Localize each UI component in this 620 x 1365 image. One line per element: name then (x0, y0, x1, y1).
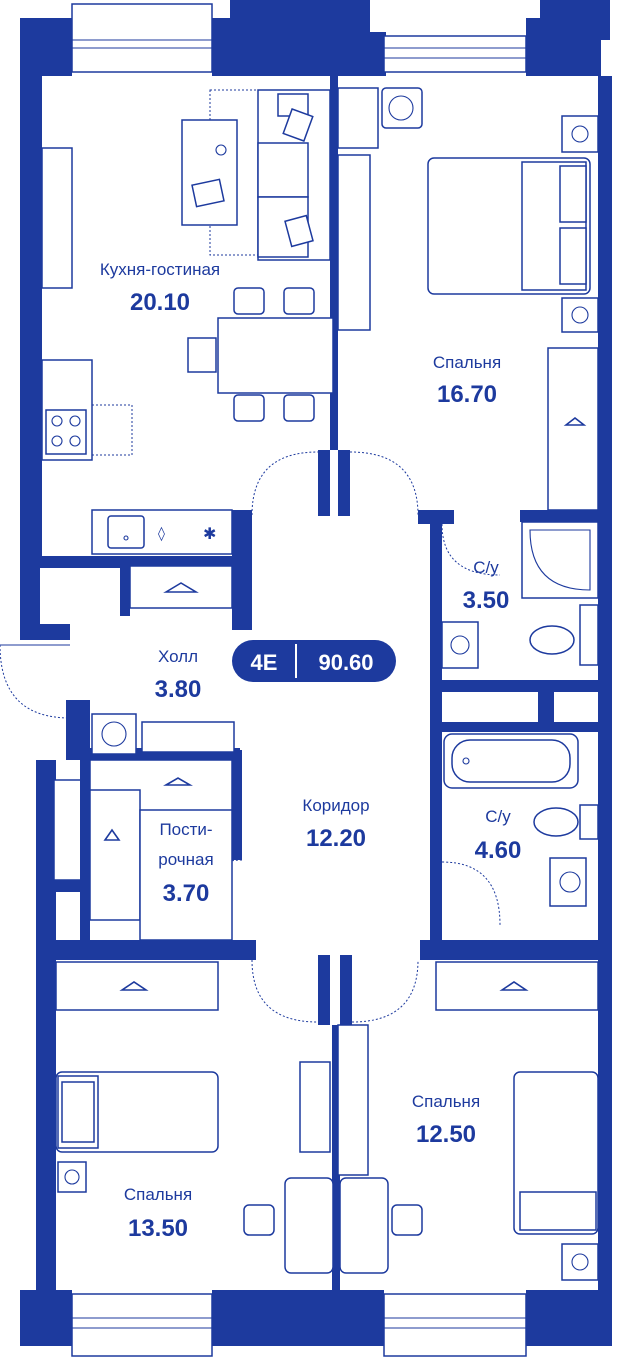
unit-badge: 4E 90.60 (232, 640, 396, 682)
bedroom2-name: Спальня (124, 1185, 192, 1204)
hall-area: 3.80 (155, 676, 202, 703)
bedroom3-furniture (337, 961, 599, 1281)
laundry-name-line2: рочная (158, 850, 213, 869)
bedroom2-area: 13.50 (128, 1215, 188, 1242)
svg-text:✱: ✱ (203, 524, 216, 543)
laundry-area: 3.70 (163, 880, 210, 907)
windows (41, 3, 527, 1357)
svg-text:◊: ◊ (158, 526, 165, 542)
bedroom1-name: Спальня (433, 353, 501, 372)
kitchen-furniture: ◊ ✱ (41, 89, 334, 609)
bath2-name: С/у (485, 807, 511, 826)
bedroom3-name: Спальня (412, 1092, 480, 1111)
hall-laundry-fixtures (89, 713, 235, 941)
laundry-name-line1: Пости- (159, 820, 212, 839)
bath1-fixtures (441, 521, 599, 669)
corridor-name: Коридор (302, 796, 369, 815)
bath1-area: 3.50 (463, 587, 510, 614)
corridor-area: 12.20 (306, 825, 366, 852)
bedroom1-furniture (337, 87, 599, 511)
unit-total-area: 90.60 (318, 650, 373, 675)
kitchen-name: Кухня-гостиная (100, 260, 220, 279)
bath2-area: 4.60 (475, 837, 522, 864)
interior-walls (40, 76, 600, 1290)
bedroom1-area: 16.70 (437, 381, 497, 408)
bath2-fixtures (443, 733, 599, 907)
hall-name: Холл (158, 647, 198, 666)
unit-code: 4E (251, 650, 278, 675)
bedroom3-area: 12.50 (416, 1121, 476, 1148)
bath1-name: С/у (473, 558, 499, 577)
room-labels: Кухня-гостиная 20.10 Спальня 16.70 С/у 3… (100, 260, 522, 1242)
kitchen-area: 20.10 (130, 289, 190, 316)
bedroom2-furniture (55, 961, 334, 1274)
